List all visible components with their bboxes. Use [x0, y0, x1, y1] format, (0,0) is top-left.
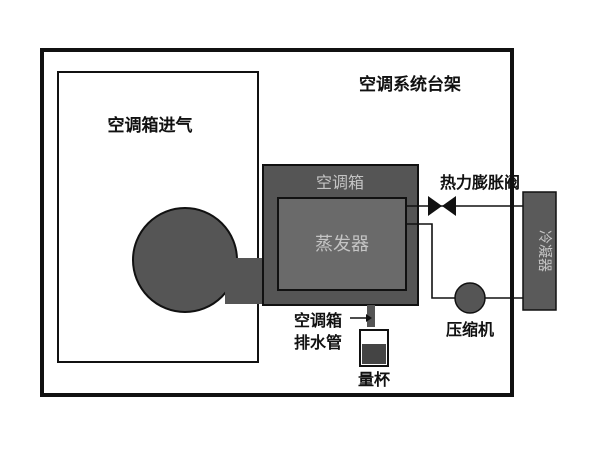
intake-label: 空调箱进气 [108, 115, 193, 136]
blower-duct [225, 258, 265, 304]
measuring-cup-label: 量杯 [358, 370, 391, 389]
line-evaporator-to-compressor [406, 223, 455, 299]
compressor-icon [454, 282, 486, 314]
drain-pipe [367, 305, 375, 327]
drain-pipe-arrow-icon [366, 314, 372, 322]
compressor-label: 压缩机 [446, 320, 494, 339]
expansion-valve-label: 热力膨胀阀 [440, 173, 520, 192]
blower-icon [132, 207, 238, 313]
measuring-cup-icon [359, 329, 389, 367]
drain-pipe-label-line2: 排水管 [294, 333, 342, 352]
expansion-valve-icon [428, 196, 456, 216]
evaporator-label: 蒸发器 [315, 234, 369, 255]
condenser-label: 冷凝器 [536, 230, 552, 272]
ac-box-label: 空调箱 [316, 173, 364, 192]
test-bench-label: 空调系统台架 [359, 74, 461, 95]
drain-pipe-label-line1: 空调箱 [294, 311, 342, 330]
condenser [522, 191, 557, 311]
evaporator [277, 197, 407, 291]
